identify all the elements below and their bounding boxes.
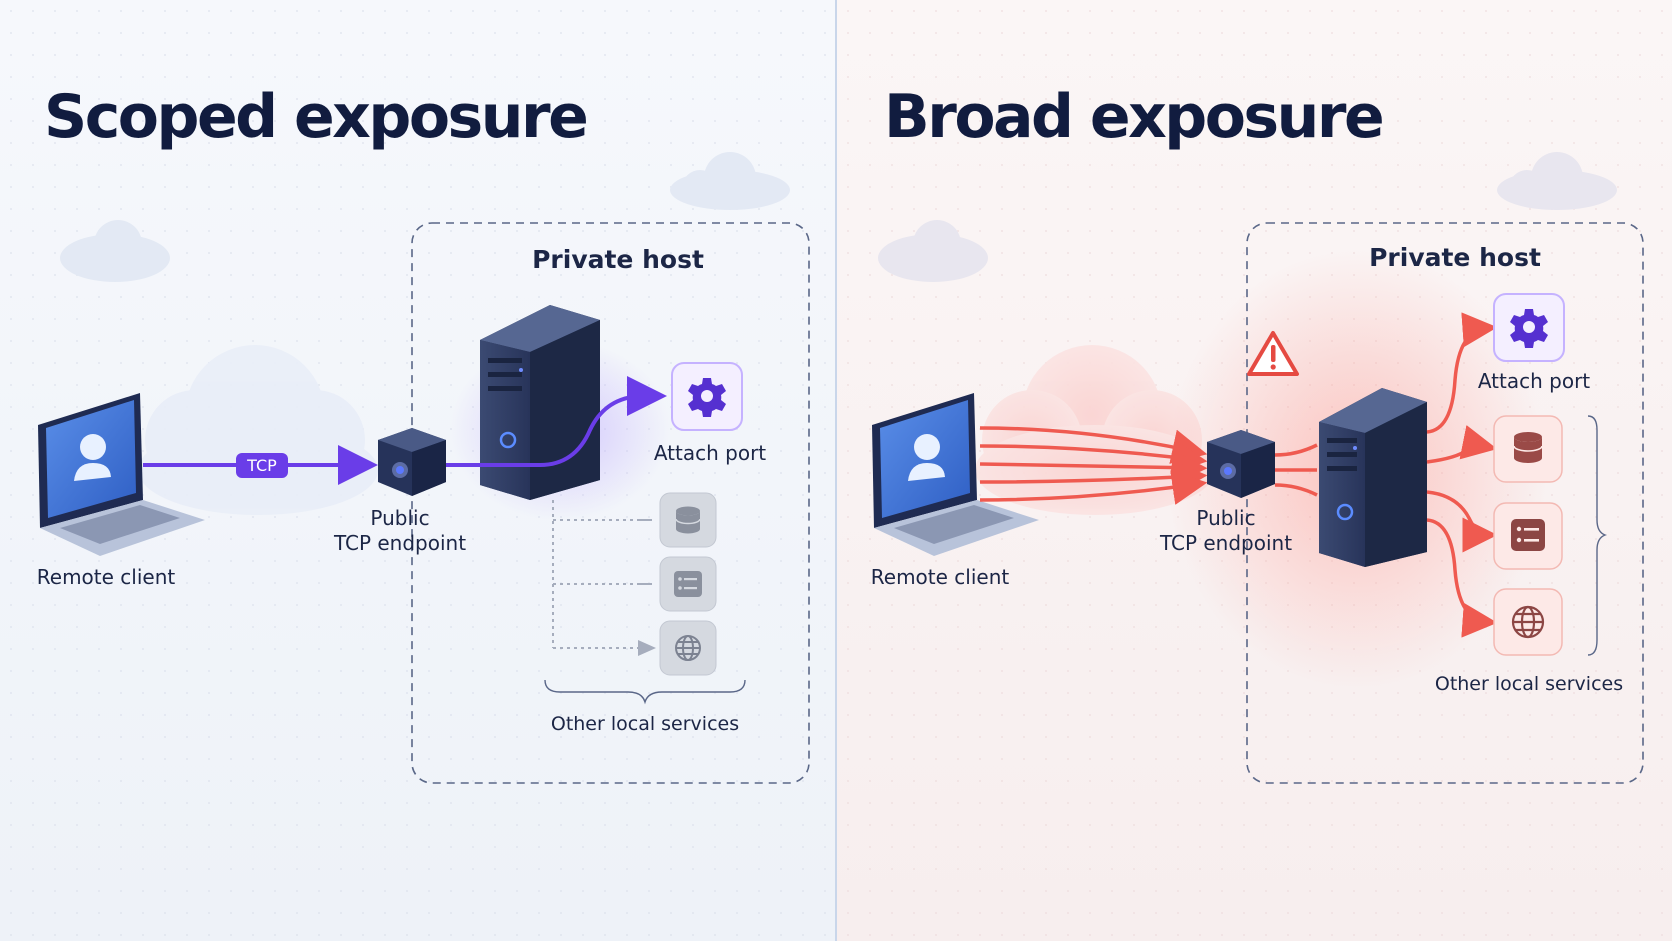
web-service <box>659 620 717 676</box>
remote-client-label: Remote client <box>871 565 1010 589</box>
endpoint-cube-icon <box>1207 430 1275 498</box>
other-services-label: Other local services <box>1435 673 1623 695</box>
cloud-icon <box>138 345 378 515</box>
blocked-service-links <box>552 500 650 649</box>
scoped-flow-arrow <box>446 376 667 467</box>
endpoint-to-server-arrows <box>1274 443 1318 497</box>
scoped-exposure-panel: Scoped exposure Private host <box>0 0 835 941</box>
laptop-icon <box>38 393 205 556</box>
private-host-boundary <box>411 222 810 784</box>
broad-diagram: Private host Remote client <box>871 152 1644 784</box>
list-service <box>1493 502 1563 570</box>
endpoint-label-tcp: TCP endpoint <box>1159 531 1292 555</box>
list-icon <box>1511 519 1545 551</box>
scoped-title: Scoped exposure <box>44 82 589 152</box>
database-service <box>1493 415 1563 483</box>
database-icon <box>1513 432 1543 463</box>
globe-icon <box>675 635 701 661</box>
scoped-diagram: Private host Remote client TCP <box>37 152 810 784</box>
endpoint-label-public: Public <box>370 506 429 530</box>
server-tower-icon <box>480 305 600 500</box>
broad-exposure-panel: Broad exposure Priva <box>837 0 1672 941</box>
svg-text:TCP: TCP <box>246 456 277 475</box>
private-host-label: Private host <box>532 245 704 274</box>
endpoint-label-public: Public <box>1196 506 1255 530</box>
list-icon <box>674 571 702 597</box>
other-services-label: Other local services <box>551 713 739 735</box>
user-icon <box>74 434 111 481</box>
attach-port-box <box>1493 293 1565 362</box>
broad-title: Broad exposure <box>884 82 1385 152</box>
endpoint-cube-icon <box>378 428 446 496</box>
private-host-label: Private host <box>1369 243 1541 272</box>
tcp-badge: TCP <box>236 453 288 478</box>
attach-port-label: Attach port <box>654 441 766 465</box>
remote-client-label: Remote client <box>37 565 176 589</box>
endpoint-label-tcp: TCP endpoint <box>333 531 466 555</box>
gear-icon <box>1510 309 1548 348</box>
cloud-icon <box>878 152 1617 282</box>
warning-icon <box>1247 331 1299 376</box>
panel-divider <box>835 0 837 941</box>
globe-icon <box>1511 605 1545 639</box>
database-service <box>659 492 717 548</box>
server-tower-icon <box>1319 388 1427 567</box>
private-host-boundary <box>1246 222 1644 784</box>
web-service <box>1493 588 1563 656</box>
database-icon <box>675 506 701 534</box>
laptop-icon <box>872 393 1039 556</box>
user-icon <box>908 434 945 481</box>
services-brace <box>544 679 746 705</box>
list-service <box>659 556 717 612</box>
services-brace <box>1587 415 1607 656</box>
broad-outbound-arrows <box>1426 312 1498 638</box>
attach-port-label: Attach port <box>1478 369 1590 393</box>
cloud-icon <box>60 152 790 282</box>
attach-port-box <box>671 362 743 431</box>
gear-icon <box>688 378 726 417</box>
broad-inbound-arrows <box>979 426 1208 505</box>
